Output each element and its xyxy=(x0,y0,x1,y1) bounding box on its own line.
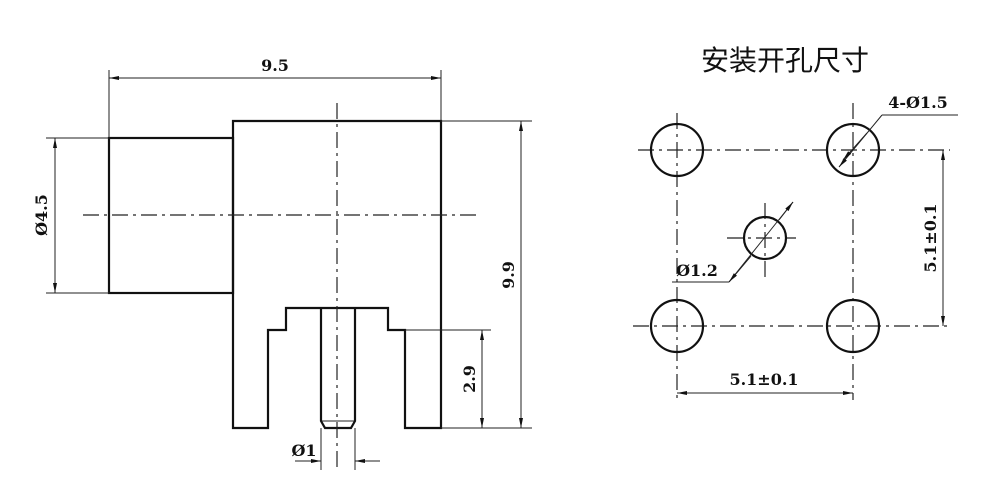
mounting-title: 安装开孔尺寸 xyxy=(701,44,869,77)
corner-holes-label: 4-Ø1.5 xyxy=(888,93,948,112)
width-label: 9.5 xyxy=(261,56,289,75)
side-view: 9.5 Ø4.5 9.9 2.9 Ø1 xyxy=(32,56,532,470)
pin-diameter-label: Ø1 xyxy=(291,441,316,460)
pin-length-label: 2.9 xyxy=(460,365,479,393)
center-hole xyxy=(742,215,788,261)
corner-hole-top-right xyxy=(825,122,881,178)
height-label: 9.9 xyxy=(499,261,518,289)
corner-hole-bottom-right xyxy=(825,298,881,354)
horizontal-spacing-label: 5.1±0.1 xyxy=(729,370,798,389)
center-hole-label: Ø1.2 xyxy=(676,261,718,280)
vertical-spacing-label: 5.1±0.1 xyxy=(921,203,940,272)
corner-hole-bottom-left xyxy=(649,298,705,354)
pin-outline xyxy=(319,308,357,430)
corner-hole-top-left xyxy=(649,122,705,178)
mounting-hole-pattern: 安装开孔尺寸 4-Ø1.5 Ø1.2 5.1±0.1 5.1±0.1 xyxy=(633,44,958,400)
diameter-label: Ø4.5 xyxy=(32,194,51,236)
